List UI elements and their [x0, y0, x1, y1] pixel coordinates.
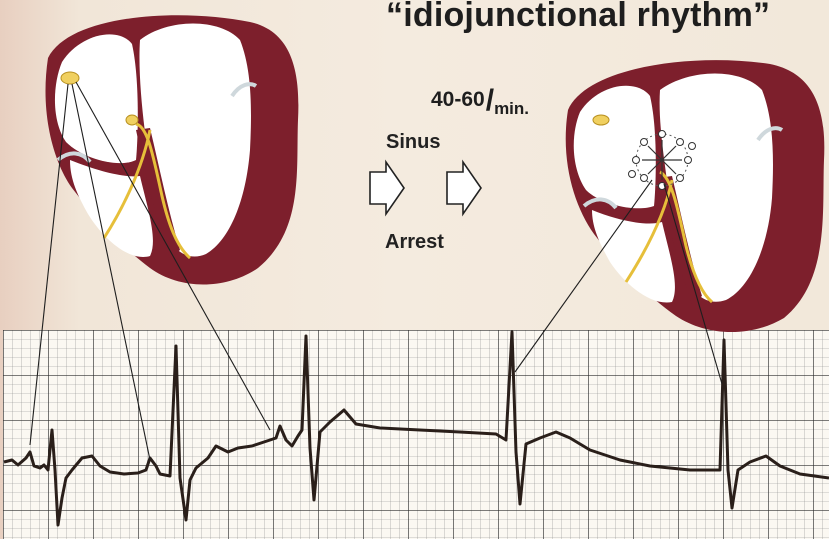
av-node	[126, 115, 138, 125]
right-arrow-icon	[447, 162, 481, 214]
rate-unit: min.	[494, 99, 529, 118]
heart-normal	[45, 15, 298, 284]
ecg-strip	[3, 330, 829, 539]
sinus-label: Sinus	[386, 131, 440, 154]
sa-node	[593, 115, 609, 125]
right-arrow-icon	[370, 162, 404, 214]
diagram-title: “idiojunctional rhythm”	[386, 0, 770, 35]
rate-slash: /	[486, 84, 494, 117]
rate-label: 40-60/min.	[431, 80, 529, 114]
rate-value: 40-60	[431, 88, 485, 111]
arrest-label: Arrest	[385, 231, 444, 254]
